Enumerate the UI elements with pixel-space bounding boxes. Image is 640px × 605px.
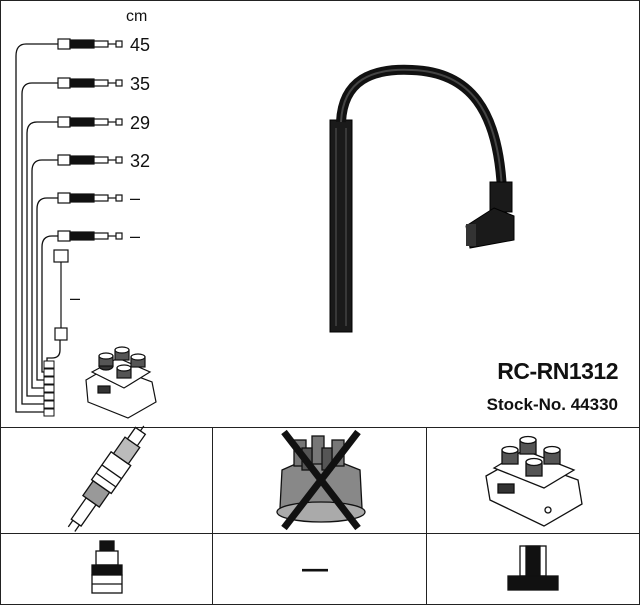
cable-length-1: 45 bbox=[130, 35, 151, 55]
divider-middle bbox=[0, 533, 640, 534]
cable-length-6: – bbox=[130, 226, 141, 246]
cable-length-7: – bbox=[70, 288, 81, 308]
divider-top bbox=[0, 427, 640, 428]
spark-plug-icon bbox=[67, 425, 147, 532]
cable-length-3: 29 bbox=[130, 113, 151, 133]
distributor-cap-icon bbox=[276, 429, 366, 531]
divider-col-2 bbox=[426, 427, 427, 605]
plug-terminal-icon bbox=[91, 540, 123, 594]
stock-number: Stock-No. 44330 bbox=[486, 395, 618, 414]
cable-length-4: 32 bbox=[130, 151, 151, 171]
cable-length-2: 35 bbox=[130, 74, 151, 94]
unit-label: cm bbox=[126, 8, 148, 25]
cable-set-icon bbox=[15, 43, 61, 413]
coil-terminal-icon bbox=[507, 545, 559, 591]
coil-pack-small-icon bbox=[85, 346, 157, 419]
ignition-coil-icon bbox=[485, 435, 583, 527]
ignition-cable-icon bbox=[329, 64, 515, 333]
cable-length-5: – bbox=[130, 188, 141, 208]
cap-terminal-value: — bbox=[302, 553, 328, 583]
divider-col-1 bbox=[212, 427, 213, 605]
cable-connectors bbox=[53, 38, 123, 341]
product-model: RC-RN1312 bbox=[497, 358, 618, 384]
